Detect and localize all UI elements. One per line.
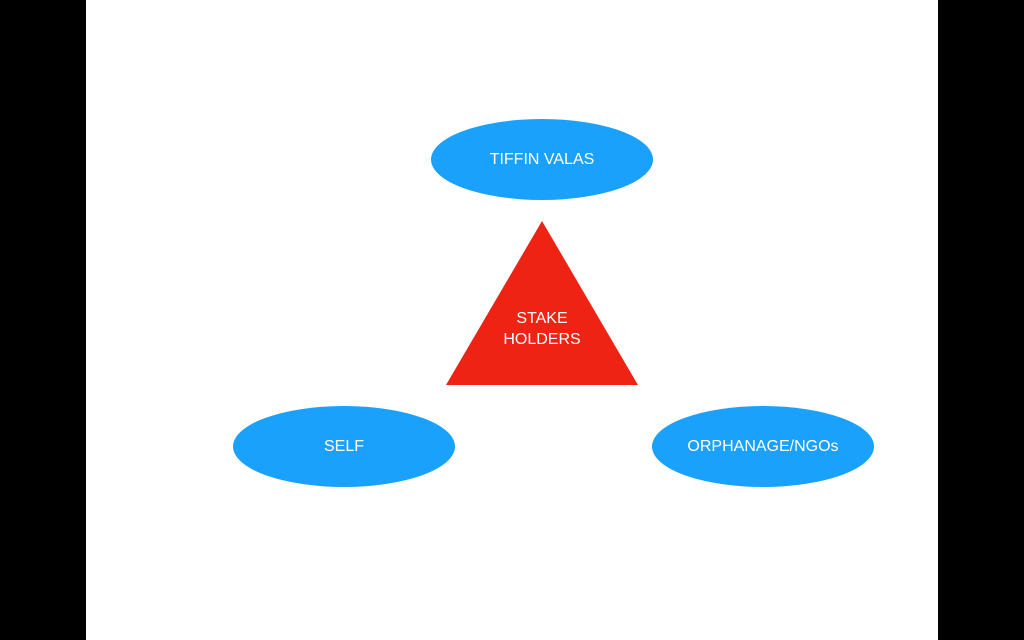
node-label: TIFFIN VALAS bbox=[489, 150, 595, 168]
center-label: STAKE HOLDERS bbox=[446, 308, 638, 350]
node-label: SELF bbox=[323, 437, 364, 455]
node-orphanage-ngos: ORPHANAGE/NGOs bbox=[652, 406, 874, 487]
node-self: SELF bbox=[233, 406, 455, 487]
node-label: ORPHANAGE/NGOs bbox=[687, 437, 839, 455]
center-label-line1: STAKE bbox=[516, 310, 568, 327]
center-label-line2: HOLDERS bbox=[503, 331, 581, 348]
node-tiffin-valas: TIFFIN VALAS bbox=[431, 119, 653, 200]
triangle-shape bbox=[446, 221, 638, 385]
center-triangle bbox=[446, 221, 638, 385]
